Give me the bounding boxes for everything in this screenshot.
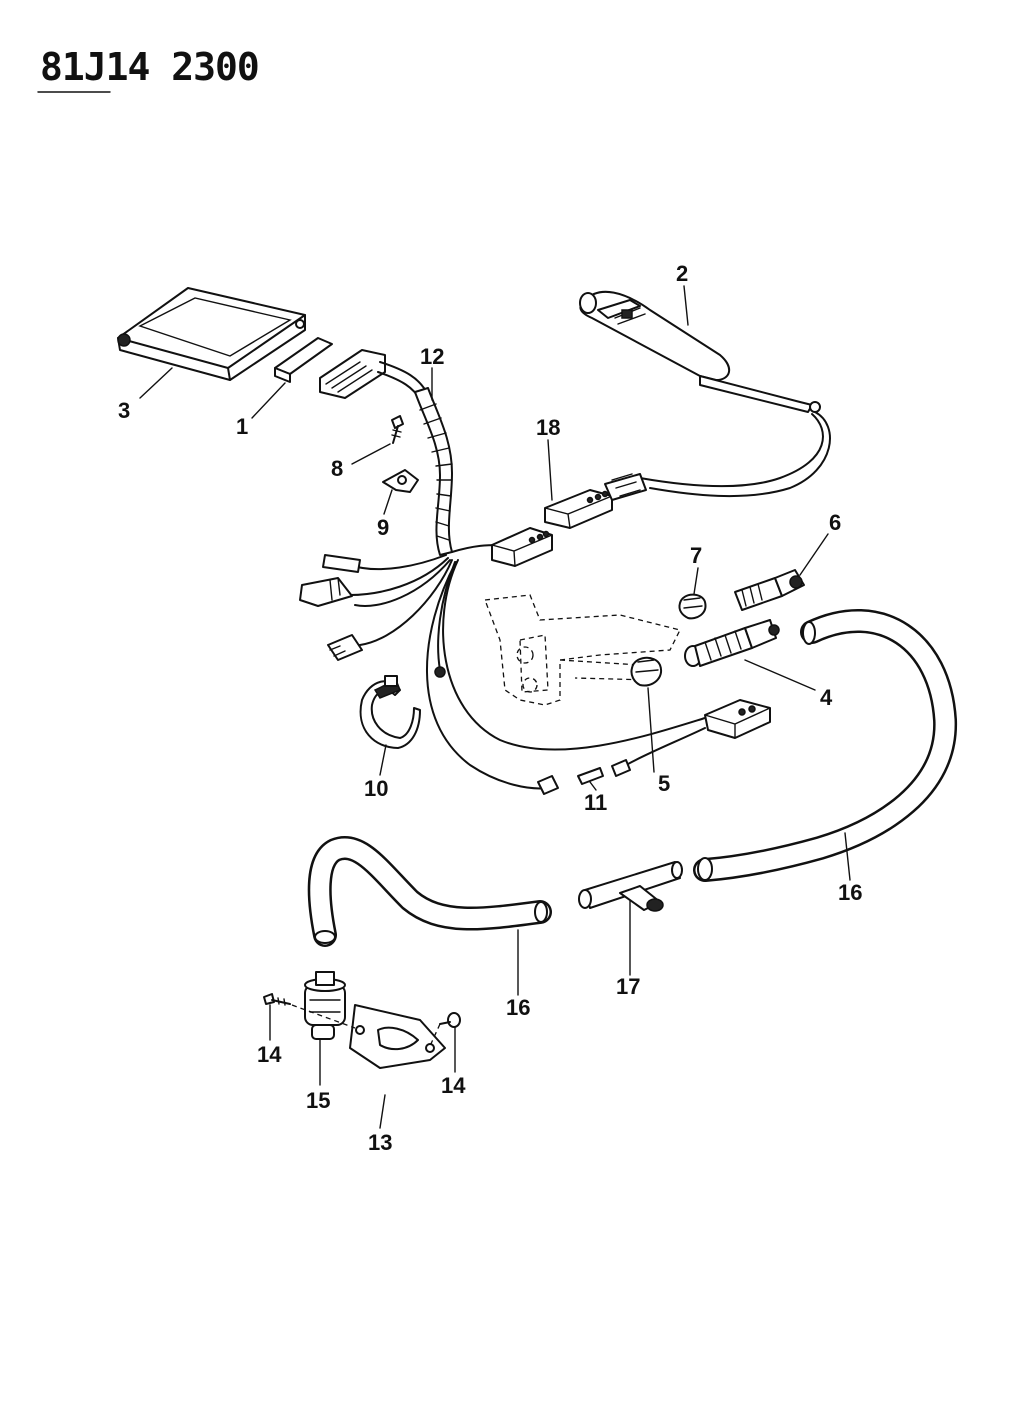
callout-5: 5 [658, 771, 670, 796]
clip [382, 469, 419, 493]
connector-cover [274, 337, 333, 383]
callouts: 3 1 2 12 8 9 18 7 6 4 5 10 11 16 16 17 1… [118, 261, 862, 1155]
callout-16-left: 16 [506, 995, 530, 1020]
control-module [117, 287, 306, 381]
callout-14-right: 14 [441, 1073, 466, 1098]
control-switch-stalk [579, 290, 831, 501]
callout-1: 1 [236, 414, 248, 439]
alignment-line-right [429, 1023, 441, 1047]
leader-lines [139, 285, 851, 1129]
callout-7: 7 [690, 543, 702, 568]
adapter-7 [678, 593, 707, 620]
harness-branch-connectors [299, 554, 363, 661]
callout-15: 15 [306, 1088, 330, 1113]
mounting-bracket-outline [484, 594, 681, 706]
vacuum-solenoid [304, 971, 346, 1040]
callout-9: 9 [377, 515, 389, 540]
mounting-bracket [349, 1004, 446, 1069]
vacuum-hose-left [307, 836, 552, 947]
clamp [359, 675, 421, 749]
release-switch-4 [684, 619, 780, 667]
alignment-line-left [291, 1004, 356, 1029]
callout-8: 8 [331, 456, 343, 481]
callout-4: 4 [820, 685, 833, 710]
screw-left [263, 993, 291, 1006]
wiring-harness [319, 349, 706, 790]
callout-13: 13 [368, 1130, 392, 1155]
harness-connector [491, 527, 553, 567]
vacuum-switch-6 [734, 569, 805, 611]
callout-2: 2 [676, 261, 688, 286]
callout-18: 18 [536, 415, 560, 440]
tee-fitting [578, 861, 683, 912]
callout-11: 11 [584, 790, 607, 815]
adapter-5 [630, 656, 663, 687]
fuse-holder [537, 727, 706, 795]
diagram-code: 81J14 2300 [40, 45, 259, 89]
callout-6: 6 [829, 510, 841, 535]
callout-16-right: 16 [838, 880, 862, 905]
callout-10: 10 [364, 776, 388, 801]
harness-connector-right [704, 699, 771, 739]
callout-3: 3 [118, 398, 130, 423]
screw [391, 415, 404, 444]
callout-12: 12 [420, 344, 444, 369]
vacuum-hose-right [693, 609, 958, 882]
callout-17: 17 [616, 974, 640, 999]
connector-18 [544, 489, 613, 529]
callout-14-left: 14 [257, 1042, 282, 1067]
screw-right [439, 1012, 461, 1028]
